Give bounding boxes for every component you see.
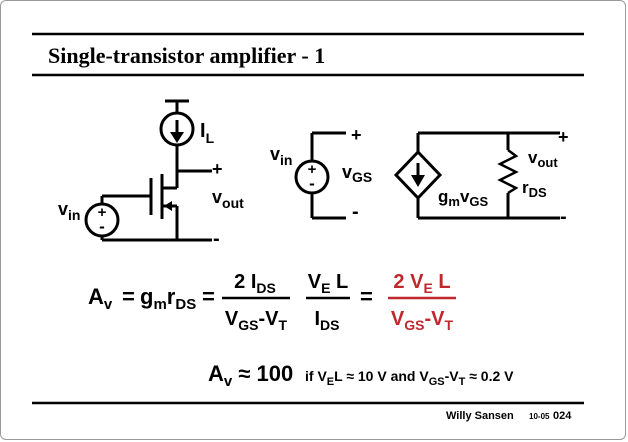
fraction3-denominator: VGS-VT [391,308,454,333]
gm-rds-product: gmrDS [140,284,196,313]
footer-page-number: 024 [553,410,572,422]
equals-2: = [202,284,215,309]
gm-vgs-label: gmvGS [438,187,489,209]
left-vin-label: vin [58,199,80,223]
right-vout-minus: - [560,206,567,228]
fraction3-numerator: 2 VE L [393,271,450,296]
vgs-minus: - [352,201,359,223]
source-arrow-icon [164,201,172,211]
left-vout-label: vout [212,187,244,211]
right-vin-minus-sign: - [309,174,315,193]
left-vout-minus: - [213,228,220,250]
il-label: IL [200,120,215,146]
vgs-plus: + [351,125,362,145]
right-vout-label: vout [528,148,558,170]
vin-plus-sign: + [98,204,107,221]
rds-label: rDS [522,178,547,200]
slide-title: Single-transistor amplifier - 1 [48,43,325,68]
left-circuit [84,99,212,242]
footer-code: 10-05 [529,412,550,421]
gain-condition: if VEL ≈ 10 V and VGS-VT ≈ 0.2 V [305,368,514,388]
right-circuit [294,131,560,220]
current-source-arrow-icon [170,132,184,143]
equals-1: = [122,284,135,309]
rds-resistor-symbol [497,149,519,195]
fraction2-numerator: VE L [308,271,348,296]
equals-3: = [360,284,373,309]
fraction1-denominator: VGS-VT [225,308,288,333]
gain-approx: Av ≈ 100 [208,361,293,390]
fraction2-denominator: IDS [314,308,339,333]
dependent-source-arrow-icon [411,175,425,187]
left-vout-plus: + [212,159,223,179]
vin-minus-sign: - [99,217,105,236]
vgs-label: vGS [342,162,372,185]
footer-author: Willy Sansen [446,410,514,422]
fraction1-numerator: 2 IDS [234,271,276,296]
right-vin-plus-sign: + [308,161,317,178]
right-vout-plus: + [558,127,569,147]
right-vin-label: vin [270,144,292,168]
gain-lhs: Av [88,284,113,313]
vin-source-symbol [84,202,120,238]
highlighted-result: 2 VE L VGS-VT [388,271,456,333]
